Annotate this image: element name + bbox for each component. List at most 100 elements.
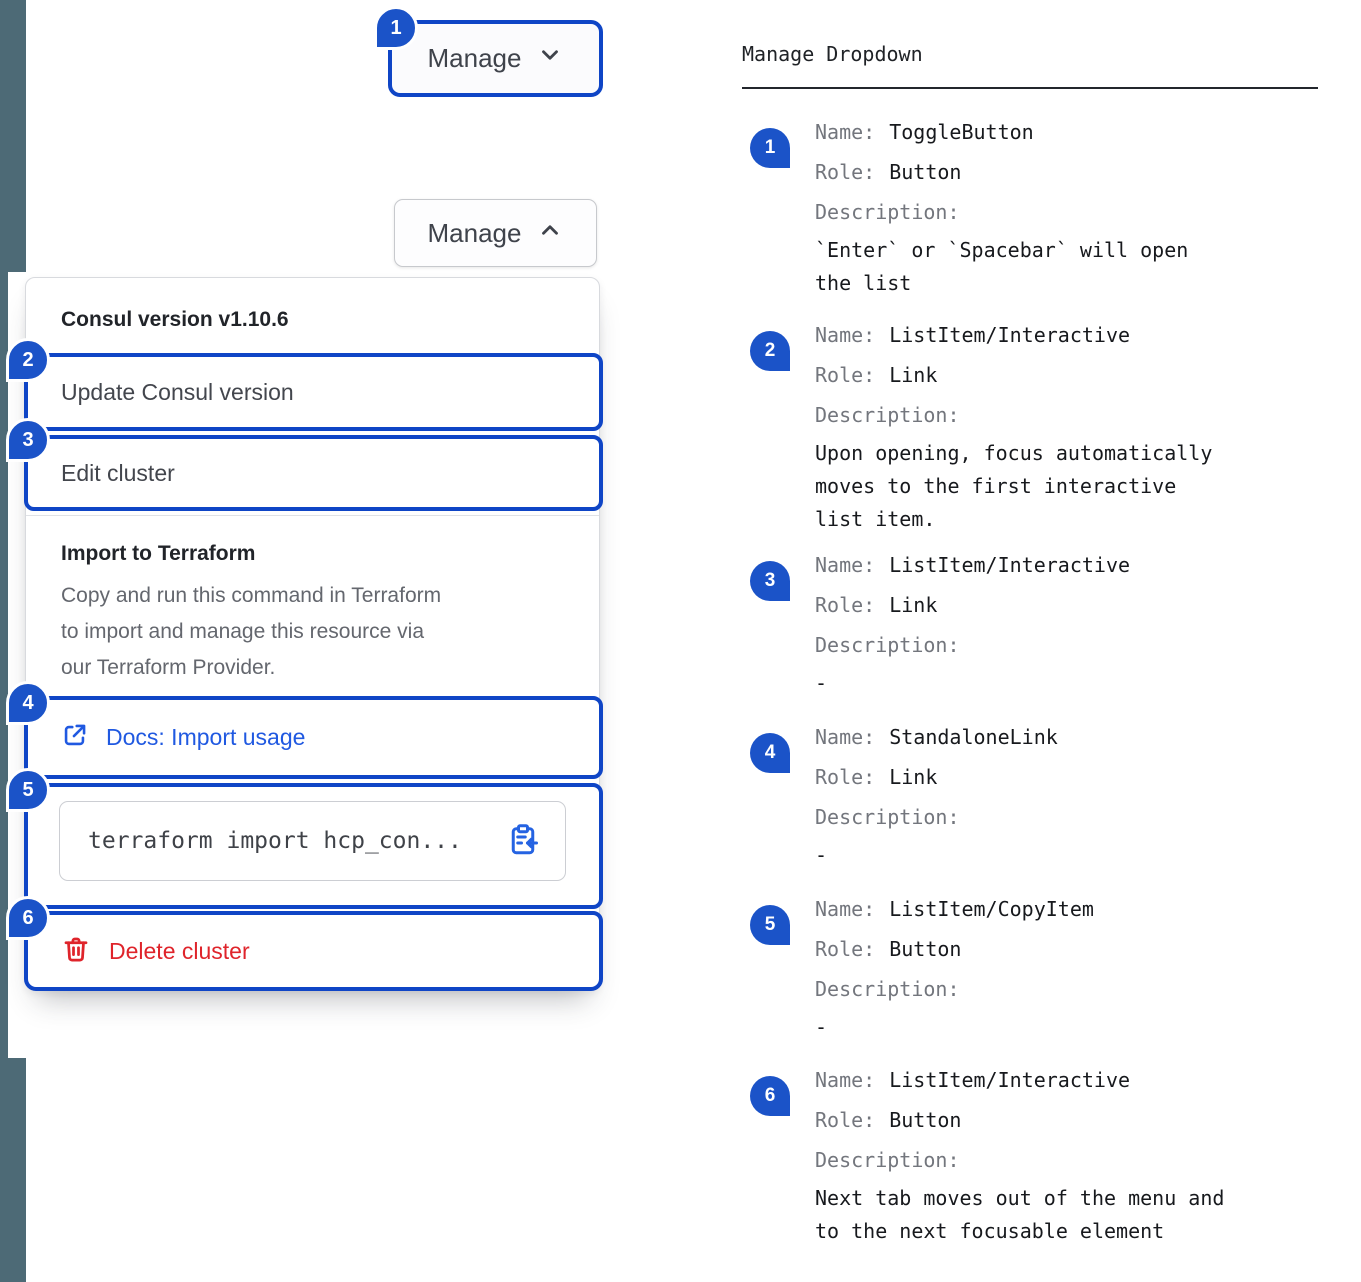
legend-item: 4 Name:StandaloneLink Role:Link Descript… [742, 717, 1347, 872]
copy-to-clipboard-button[interactable] [505, 823, 541, 859]
legend-description-row: Description: [815, 625, 1347, 665]
legend-item-text: Name:StandaloneLink Role:Link Descriptio… [815, 717, 1347, 872]
description-label: Description: [815, 633, 960, 657]
legend-role-row: Role:Link [815, 757, 1347, 797]
name-label: Name: [815, 1068, 876, 1092]
description-label: Description: [815, 977, 960, 1001]
legend-name-row: Name: ListItem/Interactive [815, 1060, 1347, 1100]
legend-item: 2 Name: ListItem/Interactive Role: Link De… [742, 315, 1347, 536]
description-label: Description: [815, 403, 960, 427]
legend-item-text: Name:ListItem/CopyItem Role:Button Descr… [815, 889, 1347, 1044]
legend-description-row: Description: [815, 192, 1347, 232]
badge-number: 3 [764, 570, 776, 591]
consul-version-label: Consul version v1.10.6 [61, 308, 289, 331]
name-label: Name: [815, 553, 876, 577]
clipboard-copy-icon [505, 822, 541, 861]
legend-description-row: Description: [815, 395, 1347, 435]
role-value: Button [889, 160, 962, 184]
annotation-badge-1: 1 [374, 6, 418, 50]
badge-number: 5 [764, 914, 776, 935]
role-label: Role: [815, 937, 876, 961]
annotation-badge-2: 2 [6, 338, 50, 382]
annotation-badge-6: 6 [6, 896, 50, 940]
legend-item-text: Name: ToggleButton Role: Button Descriptio… [815, 112, 1347, 300]
menu-item-label: Edit cluster [61, 459, 175, 486]
legend-role-row: Role:Link [815, 585, 1347, 625]
legend-item: 3 Name: ListItem/Interactive Role:Link De… [742, 545, 1347, 700]
badge-number: 6 [22, 906, 34, 929]
badge-number: 2 [764, 340, 776, 361]
name-value: ListItem/Interactive [889, 1068, 1131, 1092]
delete-cluster-label: Delete cluster [109, 937, 250, 964]
name-label: Name: [815, 120, 876, 144]
legend-description-row: Description: [815, 1140, 1347, 1180]
legend-item: 5 Name:ListItem/CopyItem Role:Button Des… [742, 889, 1347, 1044]
description-value: Next tab moves out of the menu and to th… [815, 1186, 1225, 1243]
chevron-down-icon [537, 42, 563, 75]
menu-item-edit-cluster[interactable]: Edit cluster [24, 435, 603, 511]
name-label: Name: [815, 323, 876, 347]
role-value: Link [889, 765, 938, 789]
badge-number: 5 [22, 778, 34, 801]
badge-number: 1 [764, 137, 776, 158]
legend-item: 1 Name: ToggleButton Role: Button Descript… [742, 112, 1347, 300]
legend-name-row: Name: StandaloneLink [815, 717, 1347, 757]
import-to-terraform-title: Import to Terraform [61, 542, 256, 565]
import-to-terraform-description: Copy and run this command in Terraform t… [61, 584, 442, 679]
legend-role-row: Role: Button [815, 152, 1347, 192]
manage-dropdown-menu: Consul version v1.10.6 Update Consul ver… [24, 277, 603, 991]
annotation-badge-5: 5 [6, 768, 50, 812]
menu-item-update-consul-version[interactable]: Update Consul version [24, 353, 603, 431]
role-value: Button [889, 1108, 962, 1132]
role-label: Role: [815, 160, 876, 184]
annotation-badge-3: 3 [6, 418, 50, 462]
badge-number: 2 [22, 348, 34, 371]
chevron-up-icon [537, 217, 563, 250]
menu-item-delete-cluster[interactable]: Delete cluster [24, 911, 603, 991]
panel-title-rule [742, 87, 1318, 89]
badge-number: 4 [22, 691, 34, 714]
legend-name-row: Name: ListItem/Interactive [815, 545, 1347, 585]
badge-number: 6 [764, 1085, 776, 1106]
name-value: ToggleButton [889, 120, 1034, 144]
legend-role-row: Role:Button [815, 929, 1347, 969]
description-value: `Enter` or `Spacebar` will open the list [815, 238, 1189, 295]
role-label: Role: [815, 593, 876, 617]
legend-item-number-badge: 3 [750, 561, 790, 601]
description-label: Description: [815, 1148, 960, 1172]
manage-button-label: Manage [427, 217, 522, 248]
name-label: Name: [815, 725, 876, 749]
role-value: Link [889, 363, 938, 387]
description-value: - [815, 843, 828, 867]
legend-item-number-badge: 2 [750, 331, 790, 371]
legend-item: 6 Name:ListItem/Interactive Role:Button … [742, 1060, 1347, 1248]
description-value: - [815, 1015, 828, 1039]
manage-toggle-button-expanded[interactable]: Manage [394, 199, 597, 267]
badge-number: 4 [764, 742, 776, 763]
name-value: ListItem/Interactive [889, 553, 1131, 577]
legend-item-number-badge: 1 [750, 128, 790, 168]
external-link-icon [61, 722, 88, 754]
menu-divider [26, 515, 599, 516]
terraform-import-code-field[interactable]: terraform import hcp_con... [59, 801, 566, 881]
legend-item-text: Name: ListItem/Interactive Role: Link Desc… [815, 315, 1347, 536]
legend-item-text: Name: ListItem/Interactive Role:Link Desc… [815, 545, 1347, 700]
legend-name-row: Name: ToggleButton [815, 112, 1347, 152]
name-value: ListItem/Interactive [889, 323, 1131, 347]
badge-number: 1 [390, 16, 402, 39]
legend-item-number-badge: 6 [750, 1076, 790, 1116]
legend-description-row: Description: [815, 969, 1347, 1009]
legend-item-text: Name:ListItem/Interactive Role:Button De… [815, 1060, 1347, 1248]
legend-item-number-badge: 5 [750, 905, 790, 945]
name-value: StandaloneLink [889, 725, 1058, 749]
badge-number: 3 [22, 428, 34, 451]
panel-title: Manage Dropdown [742, 42, 923, 66]
manage-toggle-button-collapsed[interactable]: Manage [388, 20, 603, 97]
docs-import-usage-link[interactable]: Docs: Import usage [24, 696, 603, 779]
role-label: Role: [815, 363, 876, 387]
annotation-badge-4: 4 [6, 681, 50, 725]
description-value: Upon opening, focus automatically moves … [815, 441, 1213, 531]
docs-link-label: Docs: Import usage [106, 724, 306, 750]
terraform-import-copy-item[interactable]: terraform import hcp_con... [24, 783, 603, 909]
menu-item-label: Update Consul version [61, 378, 294, 405]
